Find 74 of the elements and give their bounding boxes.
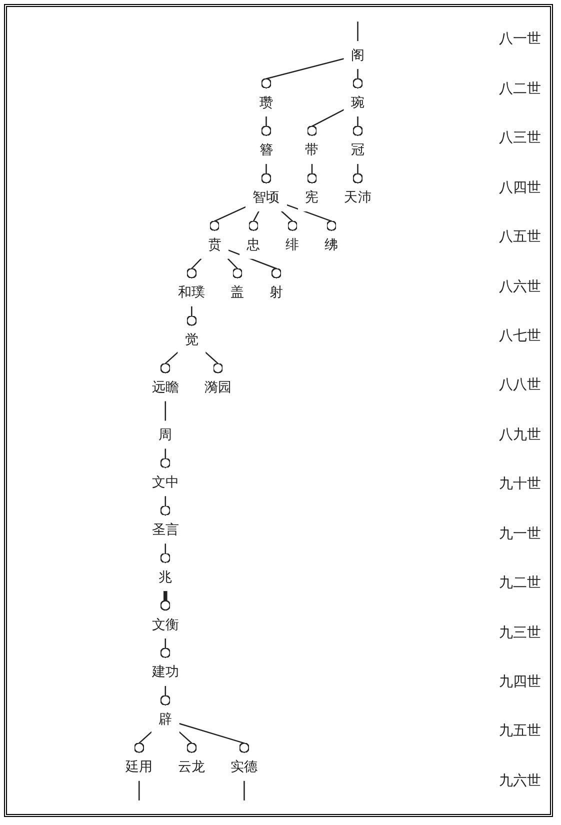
node-text: 辟 <box>158 710 172 727</box>
generation-label: 九六世 <box>499 772 541 790</box>
node-text: 射 <box>270 283 284 300</box>
generation-label: 九五世 <box>499 723 541 740</box>
node-text: 周 <box>158 426 172 442</box>
node-text: 瓒 <box>260 94 274 110</box>
connector <box>352 163 364 184</box>
node-text: 簪 <box>260 141 274 158</box>
node-text: 和璞 <box>178 283 206 300</box>
node-text: 冠 <box>351 141 365 158</box>
generation-label: 八八世 <box>499 377 541 394</box>
connector <box>160 495 171 516</box>
generation-label: 九二世 <box>499 575 541 592</box>
generation-label: 八六世 <box>499 278 541 296</box>
connector <box>160 542 171 564</box>
node-text: 兆 <box>158 568 172 584</box>
node-text: 绋 <box>324 236 338 252</box>
connector <box>244 780 245 800</box>
node-text: 建功 <box>152 663 180 680</box>
generation-label: 九十世 <box>499 476 541 494</box>
connector <box>178 722 250 753</box>
generation-label: 八一世 <box>499 31 541 48</box>
node-text: 圣言 <box>152 520 180 537</box>
generation-label: 九一世 <box>499 526 541 542</box>
connector <box>160 638 171 658</box>
connector <box>186 258 202 278</box>
node-text: 天沛 <box>344 188 372 205</box>
node-text: 漪园 <box>204 378 232 394</box>
family-tree-drawing: 阁 瓒 琬 簪 带 冠 智顷 宪 天沛 贲 忠 绯 绋 和璞 盖 射 觉 远瞻 漪园 周 文中 圣言 兆 文衡 建功 辟 廷用 云龙 实德 <box>112 10 385 810</box>
generation-label: 八九世 <box>499 426 541 444</box>
generation-label: 九三世 <box>499 624 541 642</box>
node-text: 文中 <box>152 473 180 490</box>
node-text: 带 <box>305 141 319 158</box>
generation-label: 八三世 <box>499 130 541 147</box>
connector <box>178 730 198 753</box>
connector <box>186 305 198 326</box>
node-text: 琬 <box>351 94 365 110</box>
connector <box>357 20 358 42</box>
connector <box>306 163 318 184</box>
connector <box>134 730 152 753</box>
node-text: 实德 <box>230 758 258 774</box>
generation-label: 八二世 <box>499 80 541 98</box>
node-text: 文衡 <box>152 616 180 632</box>
generation-label: 八五世 <box>499 229 541 246</box>
connector <box>352 116 364 136</box>
node-text: 绯 <box>286 236 300 252</box>
connector <box>280 210 298 231</box>
node-text: 廷用 <box>126 758 153 774</box>
connector <box>209 206 246 231</box>
connector <box>160 448 171 468</box>
node-text: 贲 <box>208 236 222 252</box>
generation-label: 八四世 <box>499 180 541 196</box>
connector <box>352 68 364 88</box>
node-text: 远瞻 <box>152 378 180 394</box>
connector <box>160 590 171 610</box>
connector <box>164 400 166 421</box>
node-text: 觉 <box>184 330 198 347</box>
connector <box>306 108 345 136</box>
node-text: 盖 <box>230 283 244 300</box>
connector <box>286 204 337 231</box>
connector <box>160 685 171 706</box>
connector <box>138 780 140 800</box>
node-text: 智顷 <box>252 188 280 205</box>
connector <box>260 57 344 88</box>
connector <box>204 351 224 374</box>
connector <box>260 163 272 184</box>
generation-label: 八七世 <box>499 328 541 345</box>
node-text: 阁 <box>351 46 365 62</box>
connector <box>248 210 260 231</box>
connector <box>227 258 243 278</box>
connector <box>160 351 179 374</box>
connector <box>260 116 272 136</box>
generation-label: 九四世 <box>499 674 541 691</box>
node-text: 云龙 <box>178 758 206 774</box>
